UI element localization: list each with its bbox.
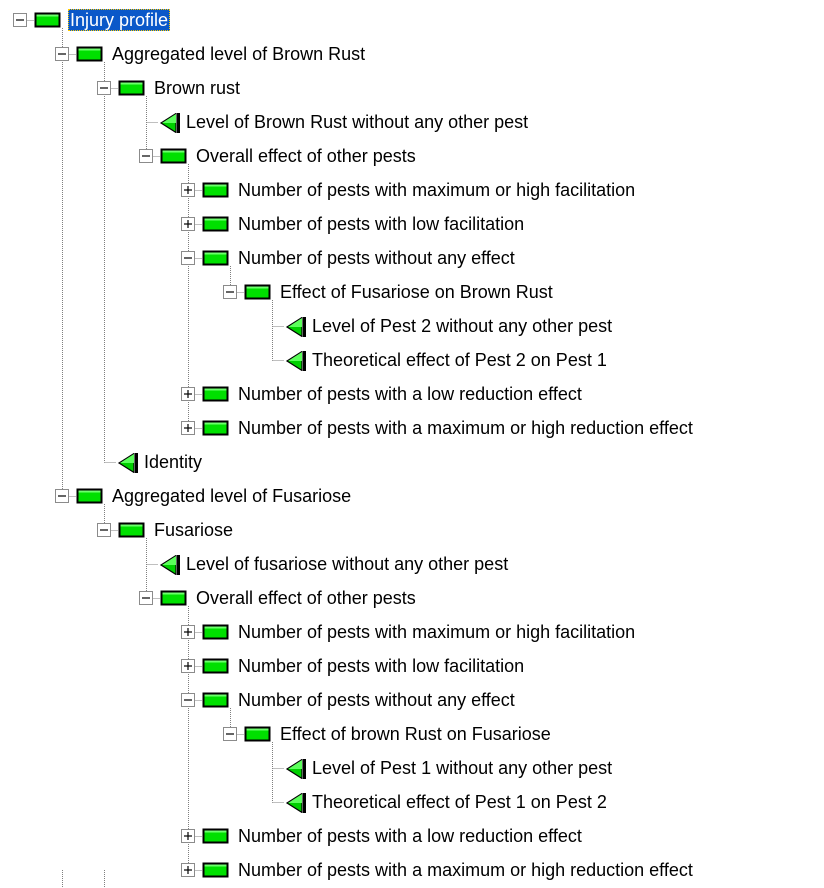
collapse-toggle-icon[interactable] bbox=[13, 13, 27, 27]
collapse-toggle-icon[interactable] bbox=[139, 149, 153, 163]
tree-node-label[interactable]: Number of pests with maximum or high fac… bbox=[238, 180, 636, 200]
tree-node-row[interactable]: Aggregated level of Brown Rust bbox=[0, 38, 824, 70]
green-rectangle-node-icon bbox=[202, 215, 230, 233]
green-rectangle-node-icon bbox=[118, 521, 146, 539]
green-rectangle-node-icon bbox=[202, 827, 230, 845]
tree-leaf-row[interactable]: Identity bbox=[0, 446, 824, 478]
green-triangle-leaf-icon bbox=[116, 452, 144, 474]
tree-node-label[interactable]: Aggregated level of Brown Rust bbox=[112, 44, 366, 64]
green-rectangle-node-icon bbox=[76, 487, 104, 505]
tree-node-label[interactable]: Level of fusariose without any other pes… bbox=[186, 554, 509, 574]
collapse-toggle-icon[interactable] bbox=[97, 81, 111, 95]
green-rectangle-node-icon bbox=[202, 419, 230, 437]
tree-leaf-row[interactable]: Level of Pest 1 without any other pest bbox=[0, 752, 824, 784]
tree-node-label[interactable]: Number of pests with low facilitation bbox=[238, 214, 525, 234]
collapse-toggle-icon[interactable] bbox=[223, 727, 237, 741]
tree-node-row[interactable]: Effect of Fusariose on Brown Rust bbox=[0, 276, 824, 308]
tree-node-label[interactable]: Fusariose bbox=[154, 520, 234, 540]
tree-node-label[interactable]: Overall effect of other pests bbox=[196, 146, 416, 166]
tree-node-row[interactable]: Number of pests with low facilitation bbox=[0, 650, 824, 682]
expand-toggle-icon[interactable] bbox=[181, 421, 195, 435]
tree-node-row[interactable]: Overall effect of other pests bbox=[0, 582, 824, 614]
tree-node-label[interactable]: Number of pests without any effect bbox=[238, 690, 515, 710]
tree-node-row[interactable]: Overall effect of other pests bbox=[0, 140, 824, 172]
collapse-toggle-icon[interactable] bbox=[97, 523, 111, 537]
expand-toggle-icon[interactable] bbox=[181, 659, 195, 673]
tree-node-label[interactable]: Level of Pest 2 without any other pest bbox=[312, 316, 613, 336]
tree-node-row[interactable]: Number of pests with a maximum or high r… bbox=[0, 854, 824, 886]
expand-toggle-icon[interactable] bbox=[181, 829, 195, 843]
tree-node-row[interactable]: Brown rust bbox=[0, 72, 824, 104]
expand-toggle-icon[interactable] bbox=[181, 863, 195, 877]
tree-node-label[interactable]: Number of pests with low facilitation bbox=[238, 656, 525, 676]
green-triangle-leaf-icon bbox=[284, 316, 312, 338]
collapse-toggle-icon[interactable] bbox=[181, 693, 195, 707]
tree-node-label[interactable]: Level of Brown Rust without any other pe… bbox=[186, 112, 529, 132]
green-rectangle-node-icon bbox=[76, 45, 104, 63]
expand-toggle-icon[interactable] bbox=[181, 387, 195, 401]
tree-node-label[interactable]: Number of pests with a low reduction eff… bbox=[238, 826, 582, 846]
collapse-toggle-icon[interactable] bbox=[181, 251, 195, 265]
collapse-toggle-icon[interactable] bbox=[55, 47, 69, 61]
collapse-toggle-icon[interactable] bbox=[55, 489, 69, 503]
green-triangle-leaf-icon bbox=[158, 554, 186, 576]
tree-node-label[interactable]: Number of pests with a maximum or high r… bbox=[238, 860, 693, 880]
tree-node-label[interactable]: Brown rust bbox=[154, 78, 241, 98]
tree-node-row[interactable]: Number of pests without any effect bbox=[0, 684, 824, 716]
tree-leaf-row[interactable]: Level of fusariose without any other pes… bbox=[0, 548, 824, 580]
expand-toggle-icon[interactable] bbox=[181, 625, 195, 639]
green-rectangle-node-icon bbox=[202, 623, 230, 641]
tree-node-label[interactable]: Theoretical effect of Pest 2 on Pest 1 bbox=[312, 350, 607, 370]
tree-leaf-row[interactable]: Theoretical effect of Pest 1 on Pest 2 bbox=[0, 786, 824, 818]
green-rectangle-node-icon bbox=[160, 589, 188, 607]
tree-node-row[interactable]: Number of pests with a maximum or high r… bbox=[0, 412, 824, 444]
collapse-toggle-icon[interactable] bbox=[223, 285, 237, 299]
green-triangle-leaf-icon bbox=[158, 112, 186, 134]
tree-node-label[interactable]: Identity bbox=[144, 452, 203, 472]
tree-node-label[interactable]: Number of pests with a low reduction eff… bbox=[238, 384, 582, 404]
green-rectangle-node-icon bbox=[34, 11, 62, 29]
tree-node-label[interactable]: Theoretical effect of Pest 1 on Pest 2 bbox=[312, 792, 607, 812]
green-rectangle-node-icon bbox=[202, 249, 230, 267]
expand-toggle-icon[interactable] bbox=[181, 183, 195, 197]
tree-leaf-row[interactable]: Level of Pest 2 without any other pest bbox=[0, 310, 824, 342]
green-rectangle-node-icon bbox=[202, 657, 230, 675]
tree-node-row[interactable]: Number of pests with maximum or high fac… bbox=[0, 174, 824, 206]
tree-node-row[interactable]: Number of pests with low facilitation bbox=[0, 208, 824, 240]
green-rectangle-node-icon bbox=[118, 79, 146, 97]
tree-node-row[interactable]: Fusariose bbox=[0, 514, 824, 546]
tree-node-label[interactable]: Aggregated level of Fusariose bbox=[112, 486, 352, 506]
green-triangle-leaf-icon bbox=[284, 350, 312, 372]
tree-leaf-row[interactable]: Level of Brown Rust without any other pe… bbox=[0, 106, 824, 138]
tree-node-label[interactable]: Number of pests with a maximum or high r… bbox=[238, 418, 693, 438]
tree-node-row[interactable]: Aggregated level of Fusariose bbox=[0, 480, 824, 512]
green-rectangle-node-icon bbox=[202, 181, 230, 199]
tree-node-row[interactable]: Injury profile bbox=[0, 4, 824, 36]
collapse-toggle-icon[interactable] bbox=[139, 591, 153, 605]
tree-node-label[interactable]: Number of pests without any effect bbox=[238, 248, 515, 268]
tree-node-label[interactable]: Number of pests with maximum or high fac… bbox=[238, 622, 636, 642]
green-rectangle-node-icon bbox=[244, 725, 272, 743]
green-triangle-leaf-icon bbox=[284, 792, 312, 814]
tree-node-label[interactable]: Level of Pest 1 without any other pest bbox=[312, 758, 613, 778]
tree-node-label[interactable]: Overall effect of other pests bbox=[196, 588, 416, 608]
tree-leaf-row[interactable]: Theoretical effect of Pest 2 on Pest 1 bbox=[0, 344, 824, 376]
tree-node-row[interactable]: Number of pests without any effect bbox=[0, 242, 824, 274]
tree-node-label[interactable]: Injury profile bbox=[68, 9, 171, 31]
green-rectangle-node-icon bbox=[244, 283, 272, 301]
green-rectangle-node-icon bbox=[202, 861, 230, 879]
green-triangle-leaf-icon bbox=[284, 758, 312, 780]
tree-node-label[interactable]: Effect of brown Rust on Fusariose bbox=[280, 724, 551, 744]
green-rectangle-node-icon bbox=[202, 385, 230, 403]
tree-node-row[interactable]: Number of pests with a low reduction eff… bbox=[0, 378, 824, 410]
green-rectangle-node-icon bbox=[160, 147, 188, 165]
tree-node-label[interactable]: Effect of Fusariose on Brown Rust bbox=[280, 282, 553, 302]
tree-node-row[interactable]: Effect of brown Rust on Fusariose bbox=[0, 718, 824, 750]
green-rectangle-node-icon bbox=[202, 691, 230, 709]
expand-toggle-icon[interactable] bbox=[181, 217, 195, 231]
tree-node-row[interactable]: Number of pests with maximum or high fac… bbox=[0, 616, 824, 648]
tree-node-row[interactable]: Number of pests with a low reduction eff… bbox=[0, 820, 824, 852]
